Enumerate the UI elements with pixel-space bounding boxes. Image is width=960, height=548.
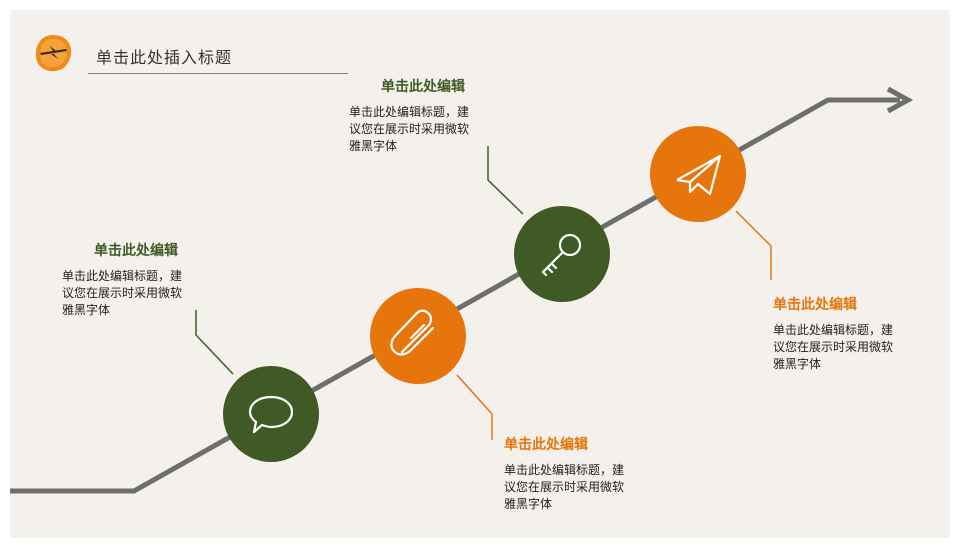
- connector-line-4: [735, 210, 772, 280]
- connector-line-3: [487, 146, 524, 215]
- body-line: 议您在展示时采用微软: [62, 286, 183, 300]
- body-line: 单击此处编辑标题，建: [349, 105, 470, 119]
- callout-body[interactable]: 单击此处编辑标题，建 议您在展示时采用微软 雅黑字体: [773, 322, 923, 373]
- callout-2: 单击此处编辑 单击此处编辑标题，建 议您在展示时采用微软 雅黑字体: [504, 434, 654, 513]
- callout-1: 单击此处编辑 单击此处编辑标题，建 议您在展示时采用微软 雅黑字体: [62, 240, 212, 319]
- body-line: 议您在展示时采用微软: [504, 480, 625, 494]
- body-line: 雅黑字体: [349, 139, 398, 153]
- body-line: 单击此处编辑标题，建: [504, 463, 625, 477]
- callout-heading[interactable]: 单击此处编辑: [504, 437, 588, 453]
- body-line: 议您在展示时采用微软: [349, 122, 470, 136]
- step-circle-3[interactable]: [514, 206, 610, 302]
- body-line: 雅黑字体: [773, 357, 822, 371]
- speech-bubble-icon: [248, 395, 294, 434]
- title-underline: [88, 73, 348, 74]
- callout-4: 单击此处编辑 单击此处编辑标题，建 议您在展示时采用微软 雅黑字体: [773, 294, 923, 373]
- timeline-diagram: [10, 86, 914, 494]
- connector-line-2: [456, 374, 493, 440]
- callout-body[interactable]: 单击此处编辑标题，建 议您在展示时采用微软 雅黑字体: [504, 462, 654, 513]
- trend-line: [10, 97, 900, 494]
- body-line: 雅黑字体: [62, 303, 111, 317]
- body-line: 单击此处编辑标题，建: [62, 269, 183, 283]
- body-line: 雅黑字体: [504, 497, 553, 511]
- arrow-head: [886, 86, 914, 114]
- key-icon: [541, 233, 582, 277]
- body-line: 单击此处编辑标题，建: [773, 323, 894, 337]
- callout-body[interactable]: 单击此处编辑标题，建 议您在展示时采用微软 雅黑字体: [62, 268, 212, 319]
- slide: 单击此处插入标题: [10, 10, 950, 538]
- callout-3: 单击此处编辑 单击此处编辑标题，建 议您在展示时采用微软 雅黑字体: [349, 76, 499, 155]
- body-line: 议您在展示时采用微软: [773, 340, 894, 354]
- paper-plane-icon: [676, 154, 722, 196]
- callout-heading[interactable]: 单击此处编辑: [773, 297, 857, 313]
- step-circle-4[interactable]: [650, 126, 746, 222]
- connector-line-1: [195, 310, 234, 375]
- callout-heading[interactable]: 单击此处编辑: [381, 79, 465, 95]
- airplane-orange-blob-icon: [35, 35, 72, 72]
- callout-heading[interactable]: 单击此处编辑: [94, 243, 178, 259]
- paperclip-icon: [390, 309, 435, 356]
- callout-body[interactable]: 单击此处编辑标题，建 议您在展示时采用微软 雅黑字体: [349, 104, 499, 155]
- step-circle-2[interactable]: [370, 288, 466, 384]
- step-circle-1[interactable]: [223, 366, 319, 462]
- page-title[interactable]: 单击此处插入标题: [96, 48, 233, 67]
